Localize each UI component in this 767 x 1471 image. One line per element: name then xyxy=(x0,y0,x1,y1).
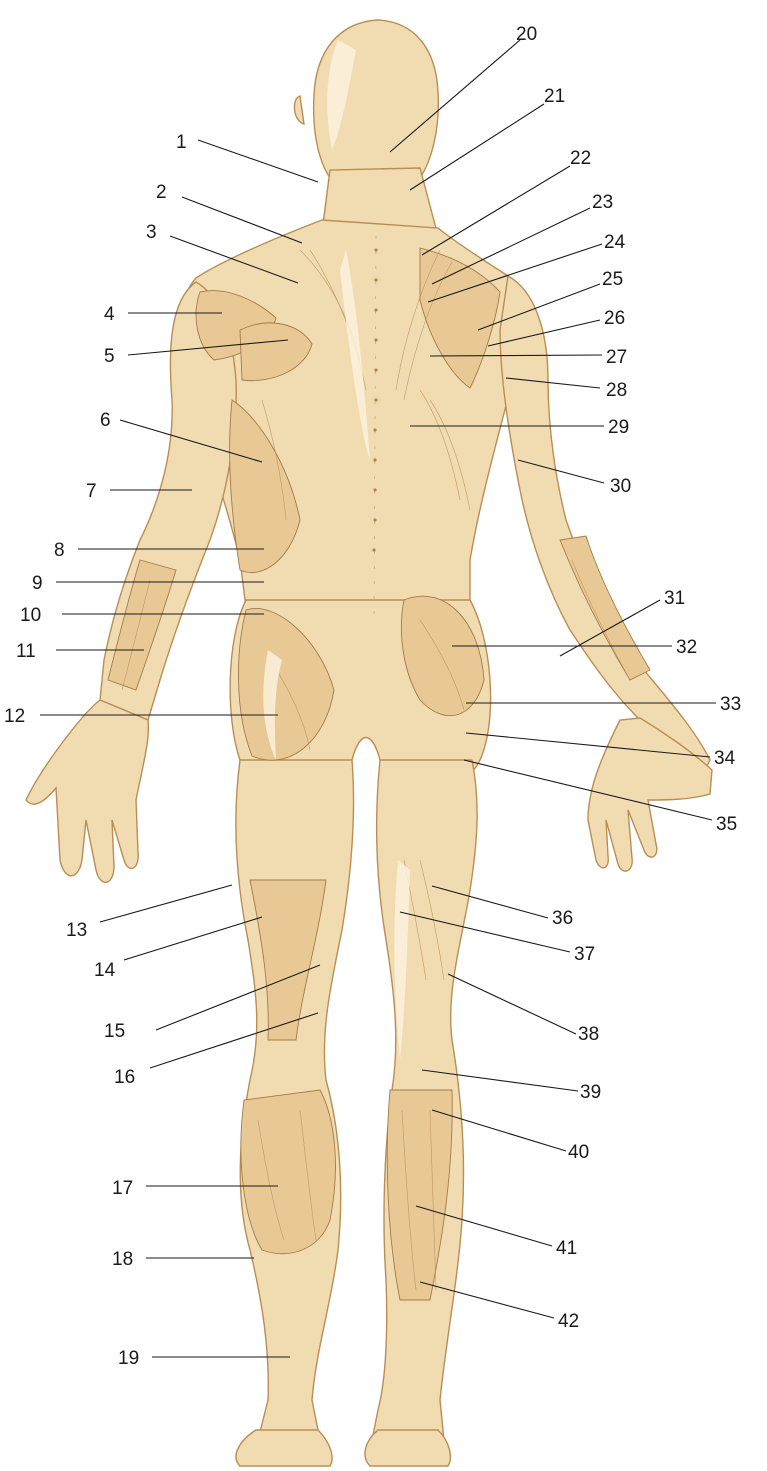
label-38: 38 xyxy=(578,1024,599,1045)
label-39: 39 xyxy=(580,1082,601,1103)
label-11: 11 xyxy=(16,641,36,662)
label-34: 34 xyxy=(714,748,736,769)
label-35: 35 xyxy=(716,814,737,835)
label-28: 28 xyxy=(606,380,627,401)
label-42: 42 xyxy=(558,1311,579,1332)
label-21: 21 xyxy=(544,86,565,107)
label-5: 5 xyxy=(104,346,115,367)
label-12: 12 xyxy=(4,706,25,727)
label-8: 8 xyxy=(54,540,65,561)
label-37: 37 xyxy=(574,944,595,965)
leader-14 xyxy=(124,917,262,960)
label-40: 40 xyxy=(568,1142,589,1163)
leader-22 xyxy=(422,166,570,255)
label-6: 6 xyxy=(100,410,111,431)
label-20: 20 xyxy=(516,24,537,45)
label-36: 36 xyxy=(552,908,573,929)
label-26: 26 xyxy=(604,308,625,329)
label-18: 18 xyxy=(112,1249,133,1270)
label-7: 7 xyxy=(86,481,97,502)
label-15: 15 xyxy=(104,1021,125,1042)
label-14: 14 xyxy=(94,960,116,981)
label-9: 9 xyxy=(32,573,43,594)
label-41: 41 xyxy=(556,1238,577,1259)
label-1: 1 xyxy=(176,132,187,153)
label-16: 16 xyxy=(114,1067,135,1088)
label-33: 33 xyxy=(720,694,741,715)
label-27: 27 xyxy=(606,347,627,368)
label-2: 2 xyxy=(156,182,167,203)
label-4: 4 xyxy=(104,304,115,325)
label-32: 32 xyxy=(676,637,697,658)
label-29: 29 xyxy=(608,417,629,438)
leader-1 xyxy=(198,140,318,182)
leader-38 xyxy=(448,974,576,1034)
label-23: 23 xyxy=(592,192,613,213)
label-22: 22 xyxy=(570,148,591,169)
label-3: 3 xyxy=(146,222,157,243)
label-30: 30 xyxy=(610,476,631,497)
label-31: 31 xyxy=(664,588,685,609)
label-17: 17 xyxy=(112,1178,133,1199)
label-10: 10 xyxy=(20,605,41,626)
leader-13 xyxy=(100,885,232,922)
leader-2 xyxy=(182,197,302,243)
label-25: 25 xyxy=(602,269,623,290)
label-24: 24 xyxy=(604,232,626,253)
label-19: 19 xyxy=(118,1348,139,1369)
label-13: 13 xyxy=(66,920,87,941)
